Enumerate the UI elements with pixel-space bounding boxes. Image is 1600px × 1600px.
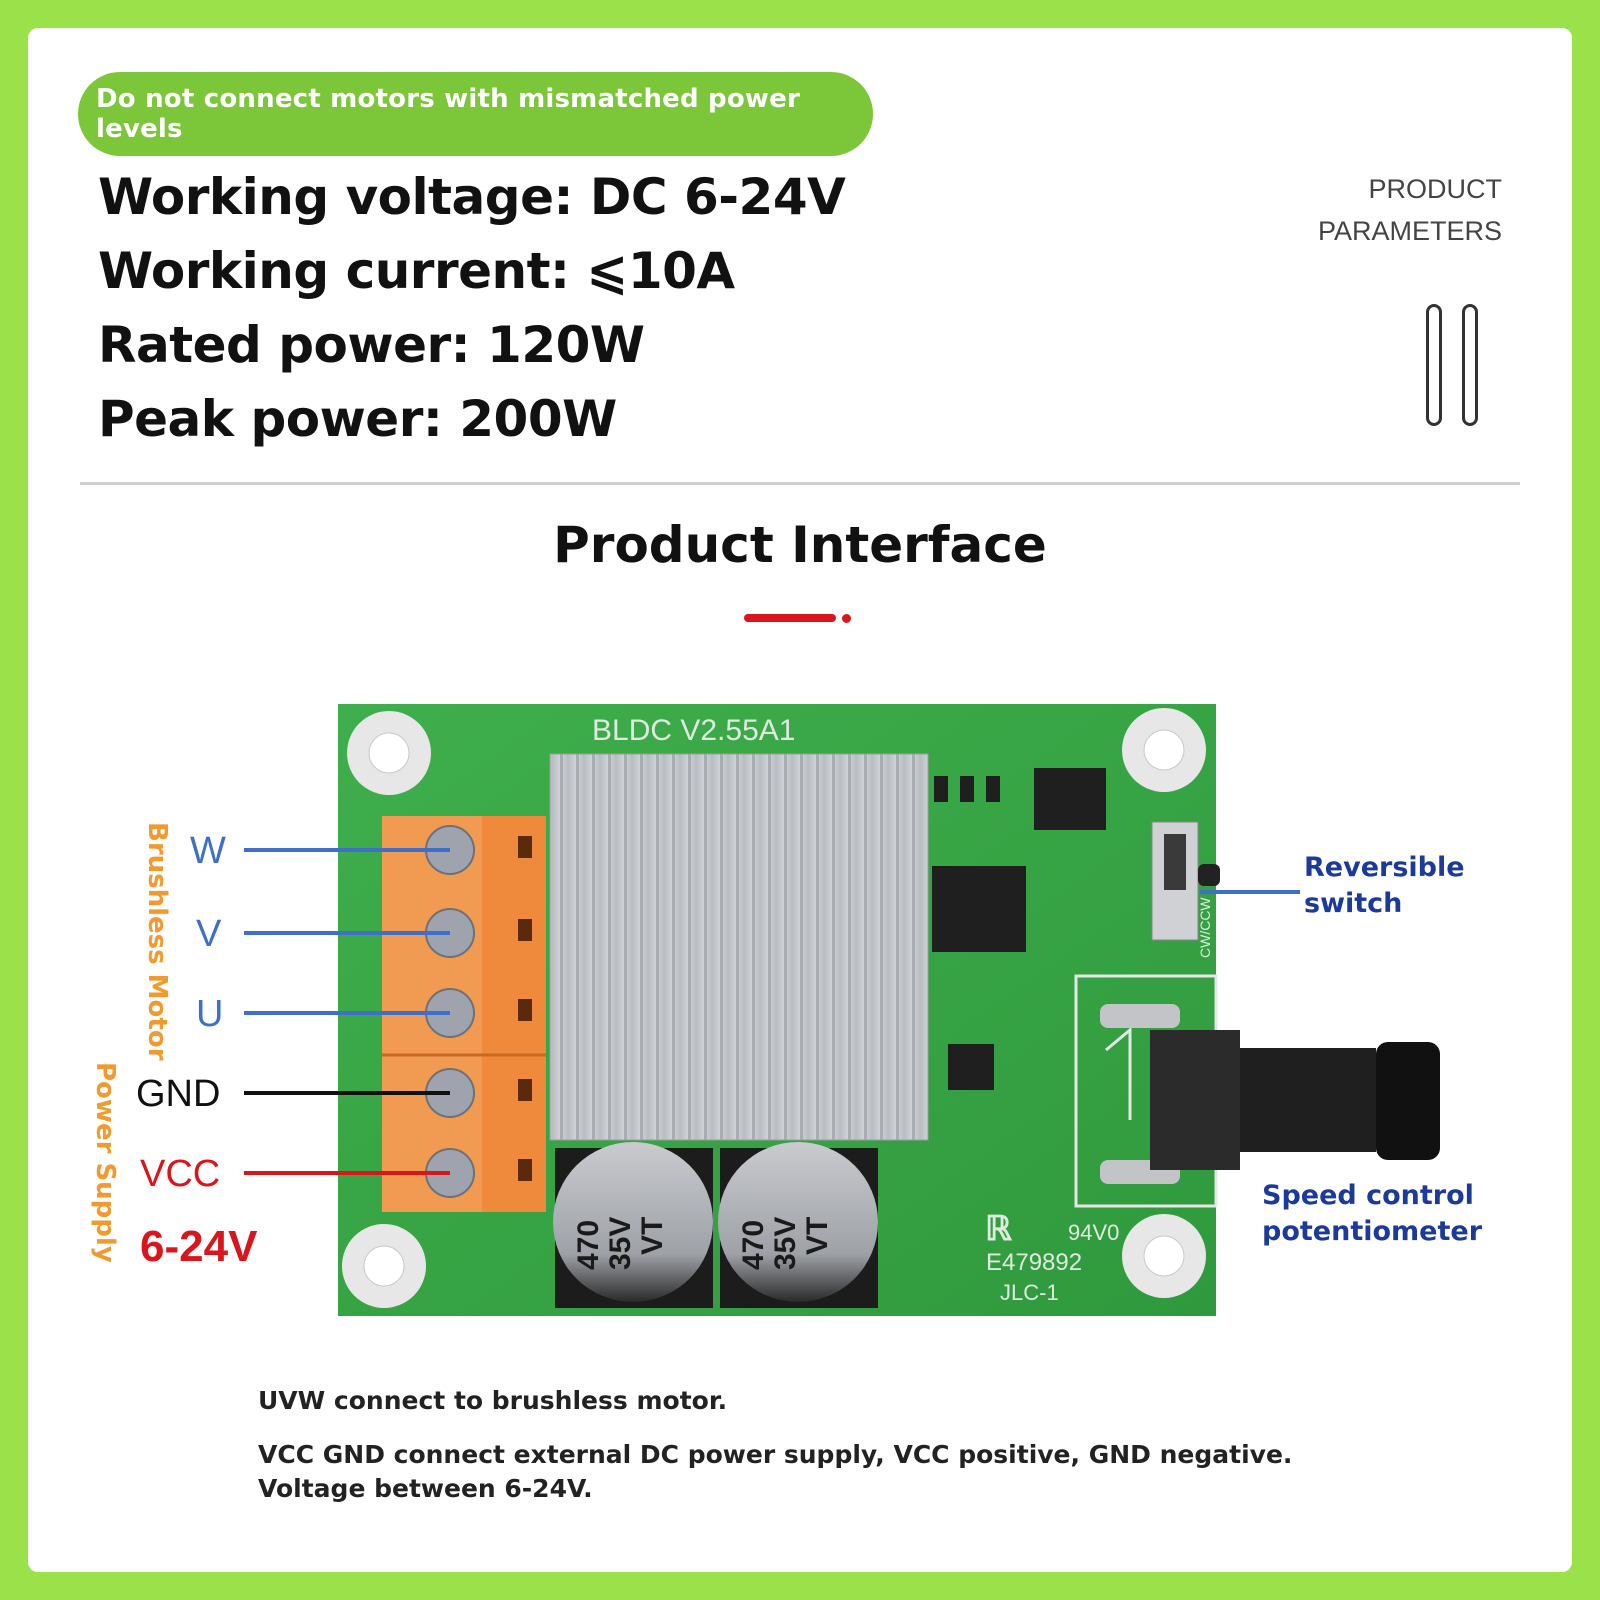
- cert-rating: 94V0: [1068, 1220, 1119, 1245]
- title-accent-bar: [744, 614, 836, 622]
- cap-voltage-left: 35V: [604, 1217, 637, 1270]
- warning-text: Do not connect motors with mismatched po…: [96, 84, 800, 144]
- group-brushless-motor: Brushless Motor: [142, 822, 172, 1061]
- decor-pill-left: [1426, 304, 1442, 426]
- cap-series-left: VT: [636, 1217, 669, 1255]
- ul-mark-icon: ℝ: [985, 1210, 1013, 1248]
- pin-vcc-label: VCC: [140, 1153, 221, 1195]
- section-title: Product Interface: [553, 516, 1047, 574]
- note-vcc-line2: Voltage between 6-24V.: [258, 1474, 593, 1503]
- mounting-holes: [342, 708, 1206, 1308]
- warning-banner: Do not connect motors with mismatched po…: [78, 72, 873, 156]
- pot-callout-line2: potentiometer: [1262, 1216, 1483, 1247]
- spec-voltage: Working voltage: DC 6-24V: [98, 168, 846, 226]
- spec-current: Working current: ⩽10A: [98, 242, 735, 300]
- heatsink: [549, 753, 929, 1141]
- switch-callout: Reversible switch: [1304, 850, 1465, 922]
- switch-mark: CW/CCW: [1197, 897, 1213, 958]
- title-accent-dot: [842, 614, 851, 623]
- board-maker: JLC-1: [1000, 1280, 1059, 1305]
- cap-value-left: 470: [572, 1220, 605, 1270]
- side-heading-line1: PRODUCT: [1368, 174, 1503, 204]
- pin-leader-lines: [244, 848, 1300, 1175]
- cert-number: E479892: [986, 1249, 1082, 1276]
- voltage-range-label: 6-24V: [140, 1222, 258, 1271]
- speed-potentiometer: [1074, 974, 1440, 1208]
- board-model-label: BLDC V2.55A1: [592, 714, 795, 747]
- note-uvw: UVW connect to brushless motor.: [258, 1386, 728, 1415]
- pot-callout-line1: Speed control: [1262, 1180, 1474, 1211]
- pin-v-label: V: [196, 913, 222, 955]
- group-power-supply: Power Supply: [90, 1062, 120, 1263]
- switch-callout-line1: Reversible: [1304, 852, 1465, 883]
- note-vcc-line1: VCC GND connect external DC power supply…: [258, 1440, 1293, 1469]
- pin-u-label: U: [196, 993, 224, 1035]
- pin-w-label: W: [190, 830, 226, 872]
- switch-callout-line2: switch: [1304, 888, 1403, 919]
- decor-pill-right: [1462, 304, 1478, 426]
- section-divider: [80, 482, 1520, 485]
- spec-rated-power: Rated power: 120W: [98, 316, 645, 374]
- cap-value-right: 470: [737, 1220, 770, 1270]
- side-heading-line2: PARAMETERS: [1317, 216, 1502, 246]
- cap-voltage-right: 35V: [769, 1217, 802, 1270]
- electrolytic-capacitors: 470 35V VT 470 35V VT: [553, 1142, 878, 1308]
- cap-series-right: VT: [801, 1217, 834, 1255]
- pin-gnd-label: GND: [136, 1073, 221, 1115]
- reversible-switch: CW/CCW: [1151, 821, 1220, 958]
- ic-chips: [932, 768, 1106, 1090]
- potentiometer-callout: Speed control potentiometer: [1262, 1178, 1482, 1250]
- spec-peak-power: Peak power: 200W: [98, 390, 617, 448]
